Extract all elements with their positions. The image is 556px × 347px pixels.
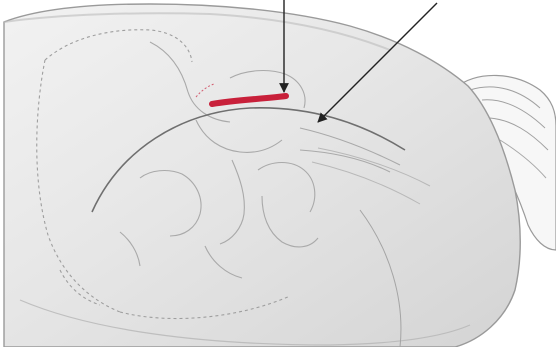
hip-silhouette bbox=[4, 4, 520, 347]
